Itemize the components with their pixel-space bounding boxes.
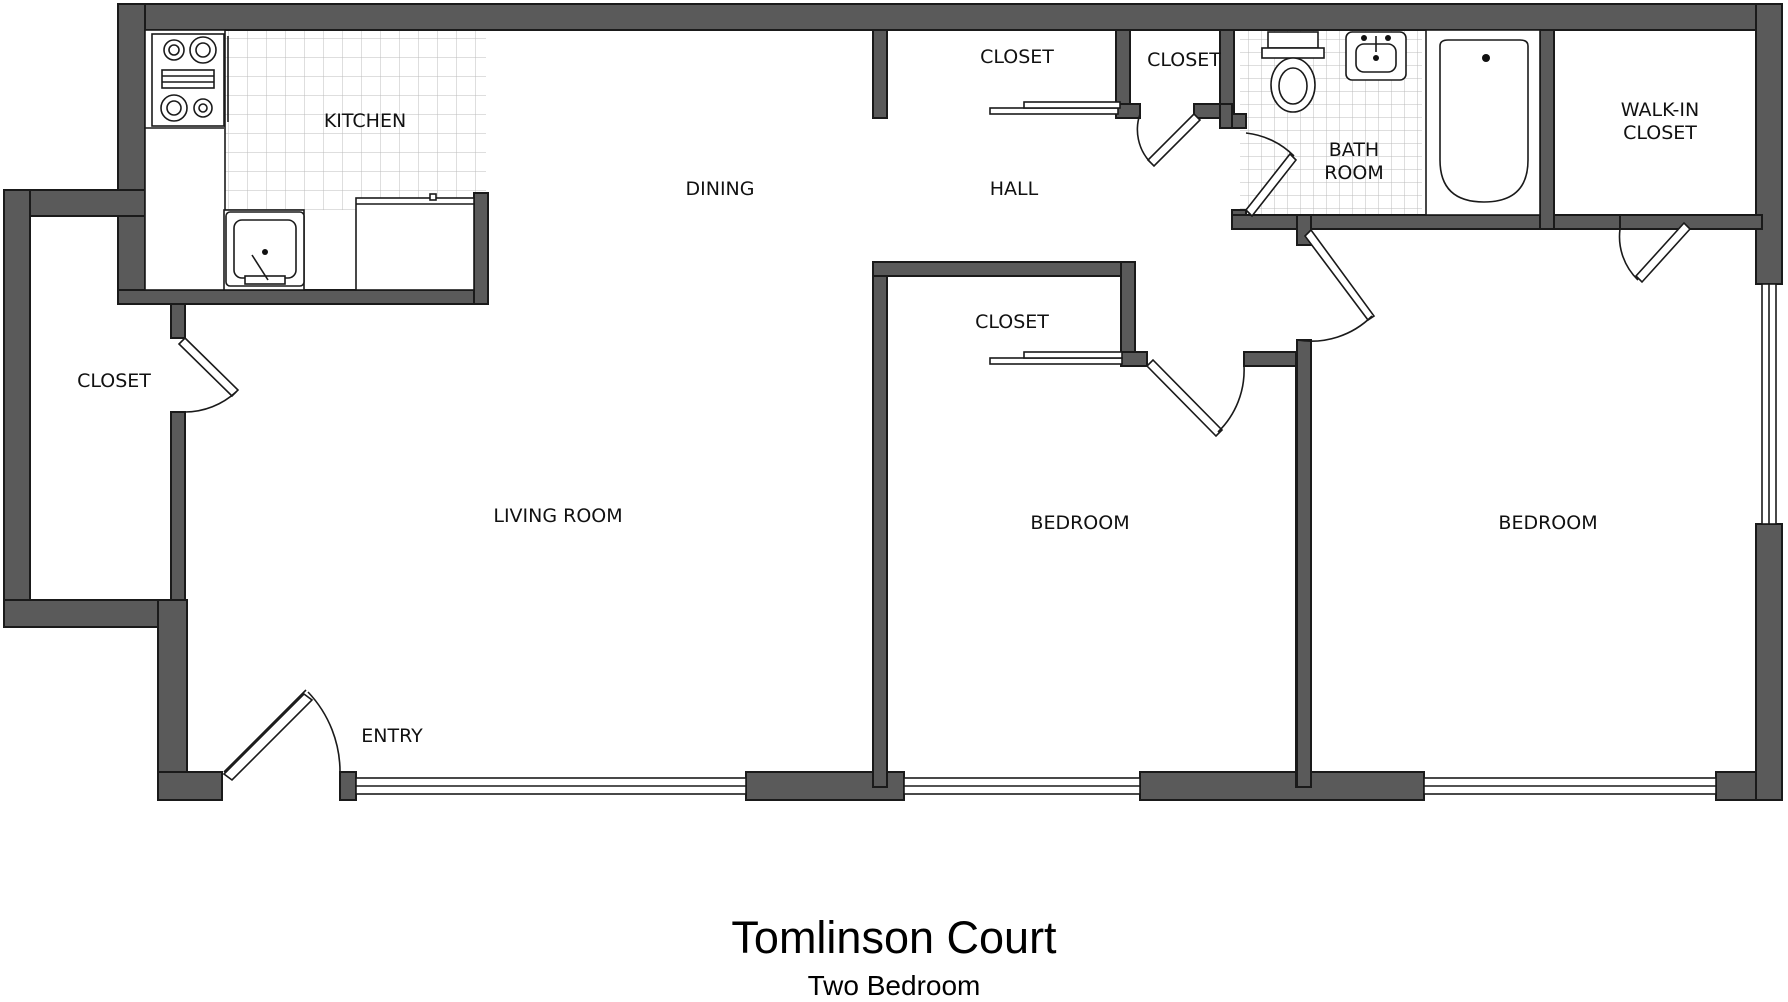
label-kitchen: KITCHEN — [324, 110, 406, 132]
bath-fixtures — [1261, 29, 1541, 216]
sink-icon — [225, 211, 305, 287]
label-walkin-line1: WALK-IN — [1621, 99, 1699, 121]
label-hall: HALL — [990, 178, 1039, 200]
label-bedroom-2: BEDROOM — [1498, 512, 1597, 534]
label-bath-line2: ROOM — [1324, 162, 1384, 184]
doors — [177, 101, 1692, 782]
stove-icon — [151, 33, 229, 127]
walls — [3, 3, 1783, 801]
label-entry: ENTRY — [361, 725, 423, 747]
bathtub-icon — [1425, 29, 1541, 216]
plan-subtitle: Two Bedroom — [807, 970, 981, 1001]
label-closet-small: CLOSET — [1147, 49, 1221, 71]
kitchen-fixtures — [144, 29, 475, 291]
room-labels: KITCHEN DINING HALL CLOSET CLOSET BATH R… — [77, 46, 1699, 747]
plan-title: Tomlinson Court — [731, 912, 1057, 963]
refrigerator-icon — [355, 193, 475, 291]
label-closet-left: CLOSET — [77, 370, 151, 392]
label-dining: DINING — [686, 178, 755, 200]
label-closet-hall: CLOSET — [980, 46, 1054, 68]
toilet-icon — [1261, 31, 1325, 113]
label-walkin-line2: CLOSET — [1623, 122, 1697, 144]
windows — [355, 283, 1777, 795]
kitchen-tile-floor — [224, 30, 486, 210]
label-bedroom-1: BEDROOM — [1030, 512, 1129, 534]
bath-sink-icon — [1345, 31, 1407, 81]
label-living-room: LIVING ROOM — [493, 505, 622, 527]
label-closet-bedroom: CLOSET — [975, 311, 1049, 333]
label-bath-line1: BATH — [1329, 139, 1379, 161]
